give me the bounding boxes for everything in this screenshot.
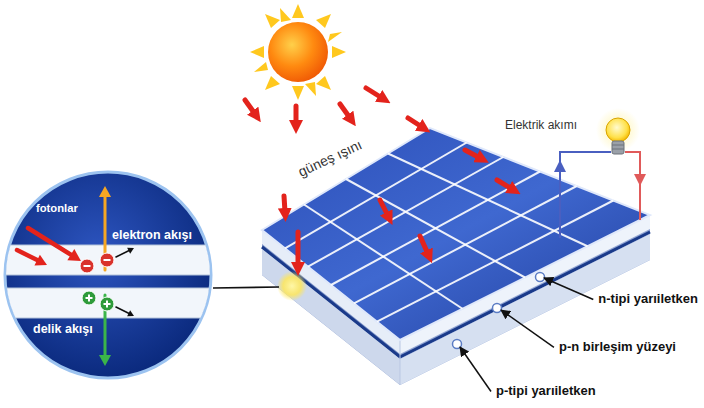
- layer-label: p-n birleşim yüzeyi: [559, 340, 676, 355]
- photon-spot: [277, 271, 307, 301]
- current-arrow-down: [634, 174, 646, 186]
- inset-label: fotonlar: [36, 202, 78, 215]
- sunlight-arrows: [245, 88, 512, 266]
- sun-disc: [268, 22, 328, 82]
- bulb-glass: [606, 118, 630, 142]
- inset-leader: [213, 287, 279, 288]
- layer-label: p-tipi yarıiletken: [496, 384, 596, 399]
- arrow-head: [127, 310, 134, 316]
- inset-label: elektron akışı: [112, 228, 192, 242]
- flow-arrow: [116, 307, 129, 313]
- flow-arrow: [17, 250, 37, 260]
- hole-symbol: [100, 297, 114, 311]
- sun: [250, 4, 346, 100]
- arrow-head: [67, 249, 81, 261]
- rays-label: güneş ışını: [296, 136, 365, 180]
- inset-shape: [3, 170, 213, 380]
- electron-symbol: [100, 253, 114, 267]
- leader-arrow: [460, 347, 491, 391]
- inset-circle: fotonlar elektron akışı delik akışı: [3, 170, 213, 380]
- leader-arrow: [501, 310, 554, 347]
- bulb-halo: [596, 108, 640, 152]
- arrow-head: [99, 355, 111, 366]
- flow-arrow: [28, 228, 71, 255]
- panel-top-face: [262, 128, 650, 340]
- electron-symbol: [80, 259, 94, 273]
- layer-dots: [453, 273, 545, 349]
- leader-arrow: [544, 278, 593, 299]
- flow-arrow: [116, 251, 129, 257]
- wire-red: [625, 152, 640, 220]
- panel-grid: [285, 143, 613, 322]
- arrow-head: [127, 248, 134, 254]
- wire-blue: [560, 152, 611, 238]
- arrow-head: [99, 186, 111, 197]
- inset-label: delik akışı: [33, 322, 93, 336]
- current-label: Elektrik akımı: [505, 119, 577, 133]
- sun-rays: [250, 4, 346, 100]
- hole-symbol: [82, 291, 96, 305]
- arrow-head: [34, 255, 47, 266]
- n-layer-band: [3, 245, 213, 275]
- p-layer-band: [3, 288, 213, 318]
- bulb-base: [612, 141, 624, 154]
- layer-label: n-tipi yarıiletken: [598, 292, 698, 307]
- current-arrow-up: [554, 160, 566, 172]
